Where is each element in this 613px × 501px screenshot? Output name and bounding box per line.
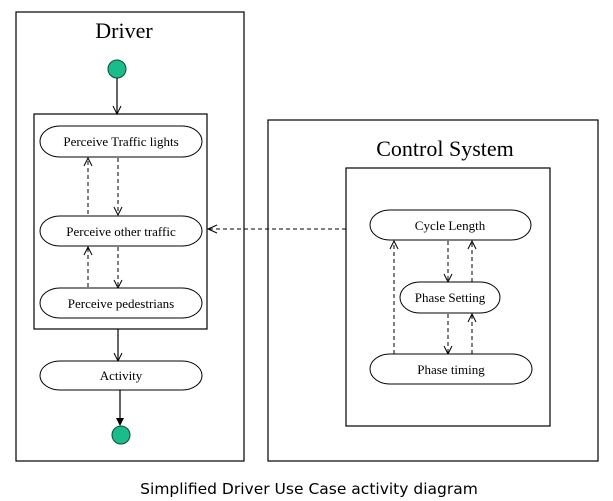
activity-phase-setting: Phase Setting xyxy=(399,281,501,314)
activity-label: Perceive pedestrians xyxy=(68,296,174,311)
control-system-title: Control System xyxy=(376,136,514,161)
arrowhead-icon xyxy=(467,312,477,323)
arrowhead-filled-icon xyxy=(116,418,124,426)
activity-activity: Activity xyxy=(39,360,203,391)
final-node xyxy=(111,425,131,445)
driver-title: Driver xyxy=(95,18,153,43)
activity-label: Activity xyxy=(100,368,143,383)
activity-cycle-length: Cycle Length xyxy=(369,209,532,241)
initial-node xyxy=(107,59,127,79)
diagram-caption: Simplified Driver Use Case activity diag… xyxy=(140,480,478,498)
arrowhead-icon xyxy=(206,224,218,234)
arrowhead-icon xyxy=(83,156,93,167)
activity-perceive-traffic-lights: Perceive Traffic lights xyxy=(39,125,203,158)
driver-swimlane xyxy=(15,11,245,462)
control-system-swimlane xyxy=(267,119,599,462)
arrowhead-icon xyxy=(83,245,93,256)
activity-label: Phase timing xyxy=(417,362,485,377)
arrowhead-icon xyxy=(113,206,123,217)
activity-label: Phase Setting xyxy=(415,290,486,305)
perception-group xyxy=(33,113,208,330)
activity-phase-timing: Phase timing xyxy=(369,353,533,385)
arrowhead-icon xyxy=(389,239,399,250)
arrowhead-icon xyxy=(467,239,477,250)
activity-label: Perceive other traffic xyxy=(66,224,176,239)
activity-label: Cycle Length xyxy=(415,218,486,233)
activity-label: Perceive Traffic lights xyxy=(63,134,178,149)
control-system-group xyxy=(345,167,551,427)
activity-perceive-pedestrians: Perceive pedestrians xyxy=(39,287,203,319)
activity-perceive-other-traffic: Perceive other traffic xyxy=(39,215,203,247)
